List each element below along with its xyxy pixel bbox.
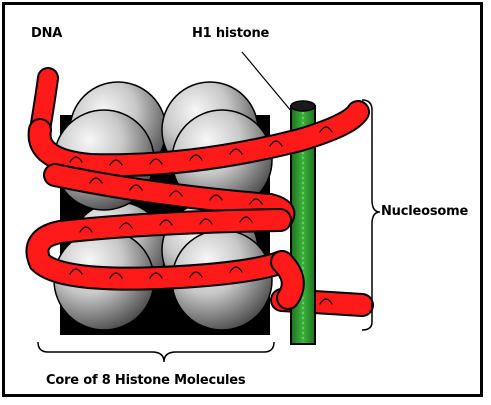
nucleosome-label: Nucleosome <box>381 204 468 219</box>
core-label: Core of 8 Histone Molecules <box>46 373 245 388</box>
h1-histone-label: H1 histone <box>192 26 269 41</box>
dna-label: DNA <box>31 26 62 41</box>
core-bracket <box>38 342 274 362</box>
